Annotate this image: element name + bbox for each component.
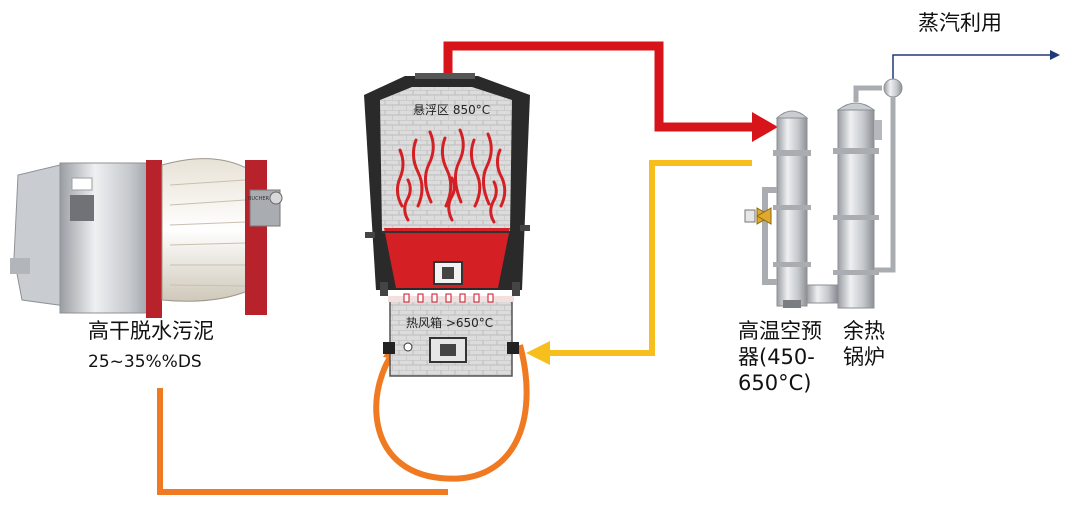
- sludge-ds: 25~35%%DS: [88, 352, 202, 372]
- steam-line: [892, 50, 1060, 85]
- sludge-title: 高干脱水污泥: [88, 319, 214, 343]
- boiler-label-2: 锅炉: [843, 345, 885, 369]
- preheater-label-1: 高温空预: [738, 319, 822, 343]
- preheater-label-3: 650°C): [738, 371, 812, 395]
- incinerator-icon: [364, 73, 530, 377]
- preheater-label-2: 器(450-: [738, 345, 815, 369]
- waste-heat-boiler-icon: [833, 78, 903, 309]
- dewatering-machine-icon: BUCHER: [10, 158, 283, 318]
- flue-gas-line: [443, 41, 778, 142]
- flame-icon: [395, 128, 507, 224]
- svg-text:BUCHER: BUCHER: [248, 196, 270, 202]
- windbox-label: 热风箱 >650°C: [406, 316, 494, 330]
- hot-air-line: [526, 160, 752, 365]
- suspension-zone-label: 悬浮区 850°C: [413, 103, 491, 117]
- boiler-label-1: 余热: [843, 319, 885, 343]
- valve-icon: [744, 207, 773, 225]
- steam-use-label: 蒸汽利用: [918, 11, 1002, 35]
- air-preheater-icon: [744, 110, 838, 308]
